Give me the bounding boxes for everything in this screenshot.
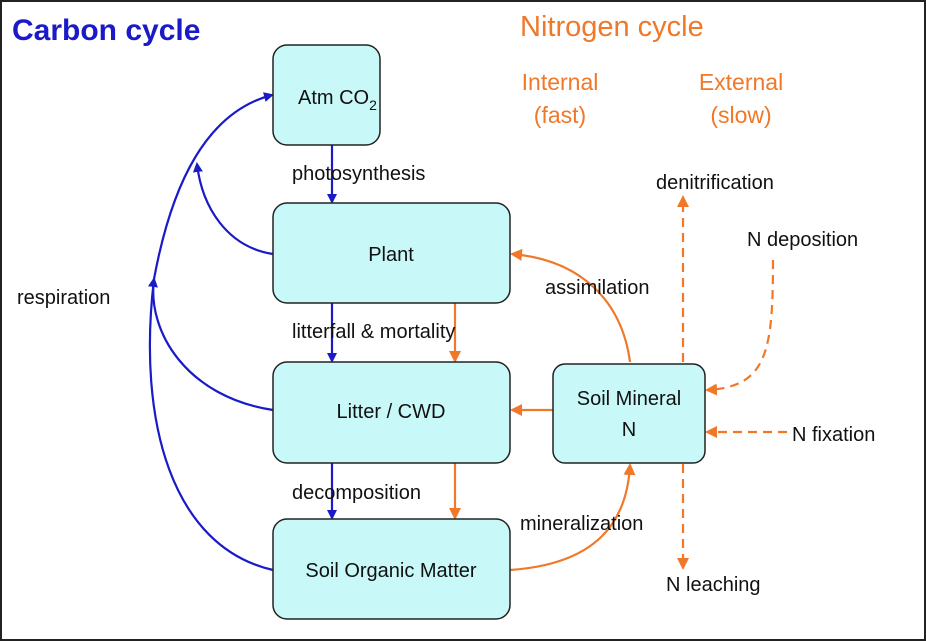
litter-label: Litter / CWD xyxy=(337,401,446,423)
decomposition-label: decomposition xyxy=(292,482,421,504)
n-deposition-arrow xyxy=(705,259,775,396)
assimilation-label: assimilation xyxy=(545,277,649,299)
plant-label: Plant xyxy=(368,244,414,266)
respiration-to-atm-arrow xyxy=(152,92,274,280)
soil-n-label: N xyxy=(622,419,636,441)
internal-subheader: (fast) xyxy=(534,102,586,128)
soil-mineral-label: Soil Mineral xyxy=(577,388,681,410)
litter-box: Litter / CWD xyxy=(272,361,511,464)
carbon-cycle-title: Carbon cycle xyxy=(12,14,200,47)
som-label: Soil Organic Matter xyxy=(305,560,477,582)
n-deposition-label: N deposition xyxy=(747,229,858,251)
denitrification-label: denitrification xyxy=(656,172,774,194)
respiration-label: respiration xyxy=(17,287,110,309)
nitrogen-flux-arrows xyxy=(449,195,787,572)
internal-header: Internal xyxy=(522,69,599,95)
n-fixation-label: N fixation xyxy=(792,424,875,446)
carbon-flux-arrows xyxy=(148,92,337,572)
svg-text:Atm CO2: Atm CO2 xyxy=(298,87,377,113)
mineralization-label: mineralization xyxy=(520,513,643,535)
litterfall-label: litterfall & mortality xyxy=(292,321,455,343)
litter-respiration-arrow xyxy=(148,277,274,412)
nitrogen-cycle-title: Nitrogen cycle xyxy=(520,11,704,43)
plant-box: Plant xyxy=(272,202,511,304)
atm-co2-subscript: 2 xyxy=(369,97,377,113)
atm-co2-label: Atm CO xyxy=(298,87,369,109)
plant-respiration-arrow xyxy=(192,162,274,256)
atm-co2-box: Atm CO2 xyxy=(272,44,381,146)
external-header: External xyxy=(699,69,783,95)
som-respiration-arrow xyxy=(148,278,274,572)
photosynthesis-label: photosynthesis xyxy=(292,163,425,185)
external-subheader: (slow) xyxy=(710,102,771,128)
som-box: Soil Organic Matter xyxy=(272,518,511,620)
assimilation-arrow xyxy=(510,248,632,363)
mineralization-arrow xyxy=(509,463,636,572)
soil-mineral-n-box: Soil Mineral N xyxy=(552,363,706,464)
n-leaching-label: N leaching xyxy=(666,574,761,596)
